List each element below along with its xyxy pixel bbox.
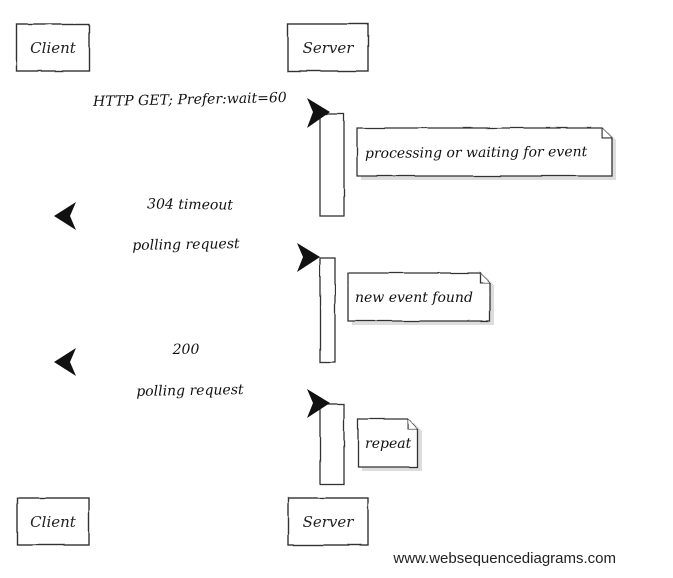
client-actor-top: Client — [16, 23, 90, 72]
note-new-event-fold — [479, 273, 490, 284]
note-processing: processing or waiting for event — [356, 127, 616, 180]
server-actor-bottom-box — [287, 497, 369, 546]
client-actor-top-box — [16, 23, 90, 72]
message-polling-request-1-label: polling request — [132, 236, 240, 254]
note-processing-shape — [356, 127, 613, 177]
note-processing-fold — [601, 128, 612, 139]
message-200: 200 — [54, 342, 320, 376]
note-new-event-shape — [347, 272, 491, 322]
client-actor-top-label: Client — [30, 39, 77, 57]
server-activation-3 — [319, 403, 345, 485]
message-polling-request-1: polling request — [55, 236, 320, 272]
note-repeat-text: repeat — [365, 436, 412, 452]
server-activation-2 — [319, 257, 336, 363]
message-304-timeout: 304 timeout — [54, 196, 320, 230]
server-actor-bottom: Server — [287, 497, 369, 546]
message-200-label: 200 — [172, 342, 200, 358]
message-polling-request-2-arrowhead — [307, 389, 330, 418]
message-304-timeout-label: 304 timeout — [147, 196, 233, 213]
note-repeat-fold — [407, 419, 418, 430]
message-http-get-label: HTTP GET; Prefer:wait=60 — [92, 90, 287, 110]
note-processing-text: processing or waiting for event — [365, 144, 588, 162]
server-activation-1 — [319, 113, 345, 217]
message-304-timeout-arrowhead — [54, 202, 76, 230]
note-new-event-text: new event found — [355, 290, 473, 306]
client-actor-bottom: Client — [16, 497, 90, 546]
note-repeat: repeat — [357, 418, 422, 471]
message-http-get-arrowhead — [307, 98, 330, 128]
note-repeat-shape — [357, 418, 419, 468]
client-actor-bottom-box — [16, 497, 90, 546]
message-polling-request-2: polling request — [55, 382, 330, 418]
client-actor-bottom-label: Client — [30, 513, 77, 531]
server-actor-top: Server — [287, 23, 369, 72]
watermark-text: www.websequencediagrams.com — [392, 550, 616, 567]
message-polling-request-1-arrowhead — [297, 243, 320, 272]
server-actor-bottom-label: Server — [303, 513, 355, 531]
server-actor-top-label: Server — [303, 39, 355, 57]
message-http-get: HTTP GET; Prefer:wait=60 — [55, 90, 330, 128]
message-polling-request-2-label: polling request — [136, 382, 244, 400]
note-new-event: new event found — [347, 272, 494, 325]
server-actor-top-box — [287, 23, 369, 72]
message-200-arrowhead — [54, 348, 76, 376]
